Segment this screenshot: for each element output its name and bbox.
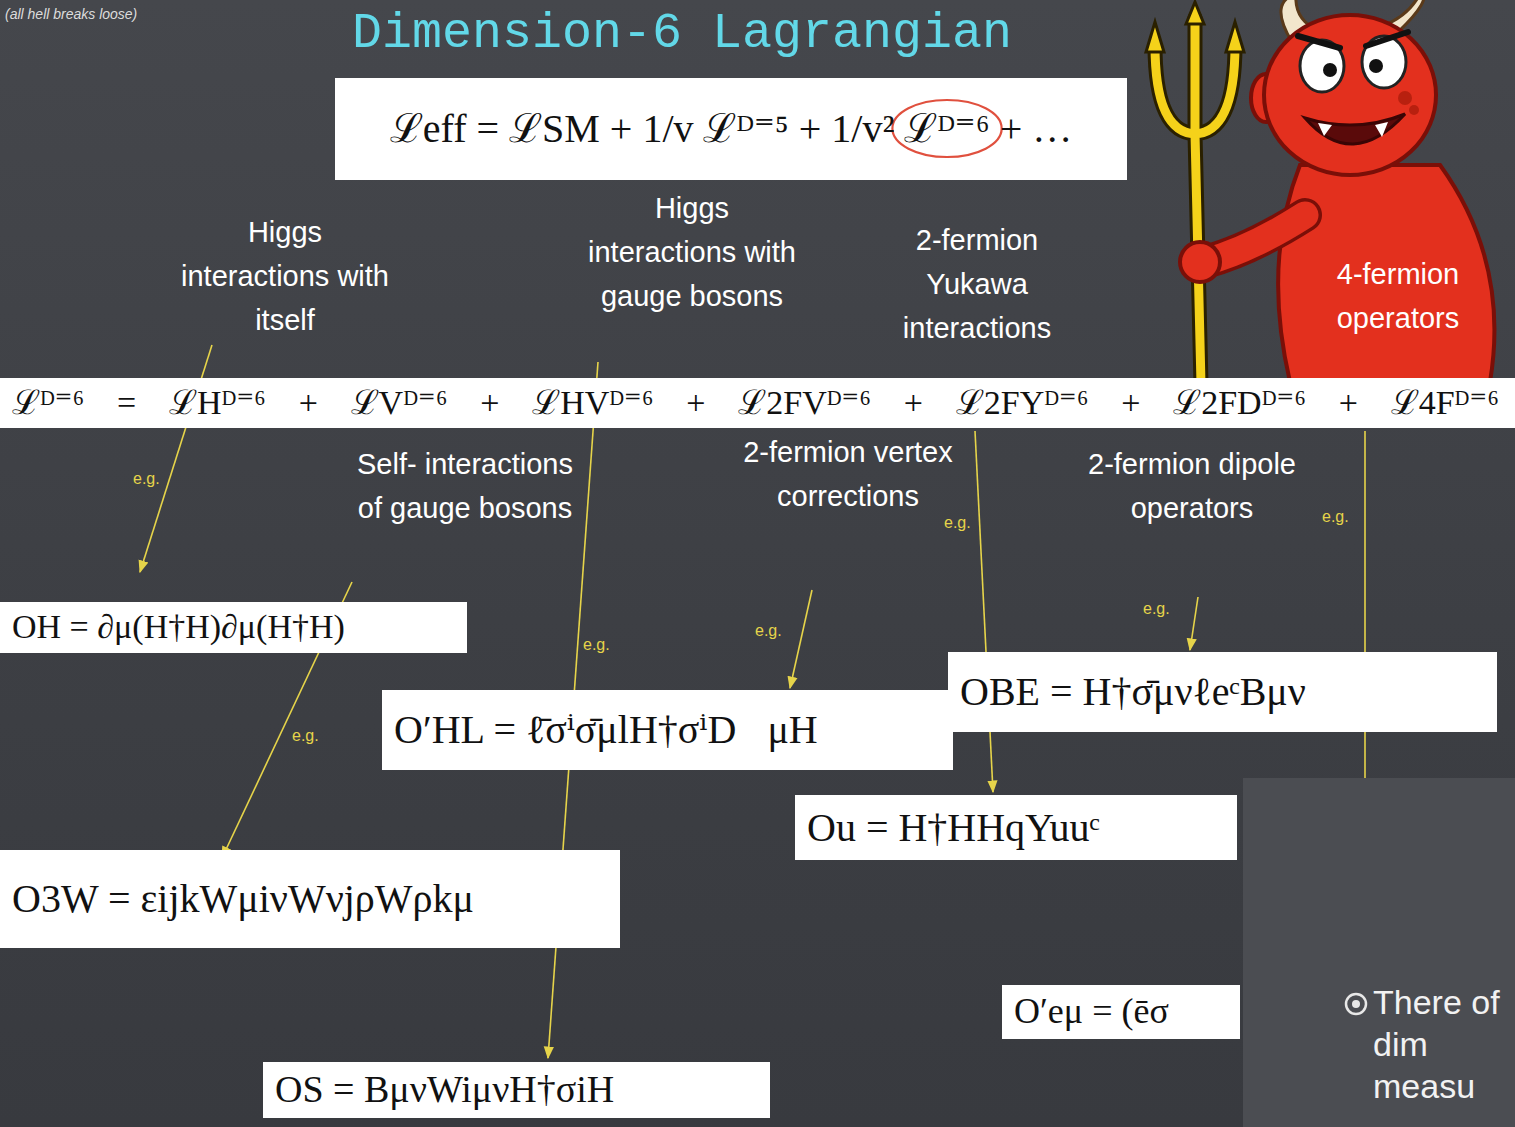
category-label: Higgs interactions with gauge bosons <box>580 186 805 318</box>
devil-head <box>1264 15 1436 175</box>
devil-cheek <box>1409 105 1419 115</box>
category-label: 2-fermion dipole operators <box>1080 442 1305 530</box>
bullet-symbol <box>1352 1000 1360 1008</box>
category-label: 4-fermion operators <box>1313 252 1483 340</box>
category-label: Higgs interactions with itself <box>173 210 398 342</box>
leader-line <box>790 590 812 688</box>
example-marker: e.g. <box>944 514 971 532</box>
devil-brows <box>1298 32 1408 48</box>
equation-box: ℒeff = ℒSM + 1/v ℒᴰ⁼⁵ + 1/v² ℒᴰ⁼⁶ + … <box>335 78 1127 180</box>
equation-text: ℒeff = ℒSM + 1/v ℒᴰ⁼⁵ + 1/v² ℒᴰ⁼⁶ + … <box>390 105 1072 153</box>
equation-box: O′eμ = (ēσ <box>1002 985 1240 1039</box>
bullet-text: There of dim measu <box>1373 778 1505 1107</box>
pitchfork-outline <box>1155 18 1235 384</box>
example-marker: e.g. <box>133 470 160 488</box>
equation-text: OH = ∂μ(H†H)∂μ(H†H) <box>12 607 345 648</box>
pitchfork <box>1155 18 1235 384</box>
devil-cheek <box>1398 91 1412 105</box>
category-label: 2-fermion Yukawa interactions <box>865 218 1090 350</box>
equation-text: OBE = H†σ̄μνℓeᶜBμν <box>960 668 1306 716</box>
note-panel: There of dim measu <box>1243 778 1515 1127</box>
example-marker: e.g. <box>755 622 782 640</box>
devil-teeth <box>1318 122 1388 137</box>
equation-text: OS = BμνWiμνH†σiH <box>275 1067 614 1113</box>
slide-title: Dimension-6 Lagrangian <box>352 6 1012 62</box>
equation-box: O3W = εijkWμiνWνjρWρkμ <box>0 850 620 948</box>
category-label: 2-fermion vertex corrections <box>736 430 961 518</box>
pitchfork-tips <box>1146 2 1244 52</box>
lagrangian-row: ℒᴰ⁼⁶ = ℒHᴰ⁼⁶ + ℒVᴰ⁼⁶ + ℒHVᴰ⁼⁶ + ℒ2FVᴰ⁼⁶ … <box>0 378 1515 428</box>
equation-box: OS = BμνWiμνH†σiH <box>263 1062 770 1118</box>
equation-text: O3W = εijkWμiνWνjρWρkμ <box>12 875 474 923</box>
equation-text: O′eμ = (ēσ <box>1014 990 1169 1033</box>
equation-text: Ou = H†HHqYuuᶜ <box>807 804 1100 852</box>
equation-box: OH = ∂μ(H†H)∂μ(H†H) <box>0 602 467 653</box>
devil-hand <box>1180 242 1220 282</box>
example-marker: e.g. <box>583 636 610 654</box>
category-label: Self- interactions of gauge bosons <box>353 442 578 530</box>
leader-lines <box>140 345 1365 1058</box>
devil-pupil <box>1369 59 1383 73</box>
devil-mouth <box>1305 114 1405 144</box>
note: (all hell breaks loose) <box>5 6 225 22</box>
devil-illustration <box>1146 0 1494 384</box>
equation-box: Ou = H†HHqYuuᶜ <box>795 795 1237 860</box>
leader-line <box>1190 597 1198 650</box>
equation-text: ℒᴰ⁼⁶ = ℒHᴰ⁼⁶ + ℒVᴰ⁼⁶ + ℒHVᴰ⁼⁶ + ℒ2FVᴰ⁼⁶ … <box>12 383 1499 424</box>
equation-box: OBE = H†σ̄μνℓeᶜBμν <box>948 652 1497 732</box>
bullet-symbol <box>1346 994 1366 1014</box>
leader-line <box>975 431 993 792</box>
example-marker: e.g. <box>292 727 319 745</box>
devil-body <box>1278 165 1494 382</box>
devil-pupil <box>1323 63 1337 77</box>
equation-text: O′HL = ℓ̄σⁱσ̄μlH†σⁱD⃡μH <box>394 706 818 754</box>
example-marker: e.g. <box>1143 600 1170 618</box>
equation-box: O′HL = ℓ̄σⁱσ̄μlH†σⁱD⃡μH <box>382 690 953 770</box>
example-marker: e.g. <box>1322 508 1349 526</box>
